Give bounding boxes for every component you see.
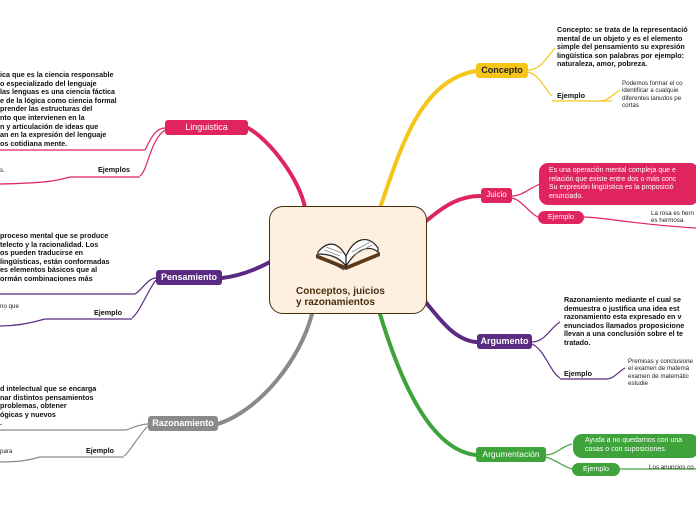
argumentacion-ejemplo-label[interactable]: Ejemplo <box>572 463 620 476</box>
argumento-ejemplo-label[interactable]: Ejemplo <box>564 369 592 378</box>
razonamiento-ejemplo-label[interactable]: Ejemplo <box>86 446 114 455</box>
branch-linguistica[interactable]: Linguistica <box>165 120 248 135</box>
juicio-ejemplo-text: La rosa es hern es hermosa. <box>651 210 694 225</box>
linguistica-ejemplo-text: s. <box>0 167 5 174</box>
argumentacion-description[interactable]: Ayuda a no quedarnos con una cosas o con… <box>573 434 696 458</box>
concepto-ejemplo-label[interactable]: Ejemplo <box>557 91 585 100</box>
branch-concepto[interactable]: Concepto <box>476 63 528 78</box>
argumento-description: Razonamiento mediante el cual se demuest… <box>564 296 685 347</box>
juicio-description[interactable]: Es una operación mental compleja que e r… <box>539 163 696 205</box>
argumentacion-ejemplo-text: Los anuncios co <box>649 464 694 471</box>
linguistica-ejemplo-label[interactable]: Ejemplos <box>98 165 130 174</box>
argumento-ejemplo-text: Premisas y conclusione el examen de mate… <box>628 358 693 388</box>
pensamiento-ejemplo-label[interactable]: Ejemplo <box>94 308 122 317</box>
concepto-ejemplo-text: Podemos formar el co identificar a cualq… <box>622 80 683 110</box>
central-title: Conceptos, juicios y razonamientos <box>296 286 385 308</box>
razonamiento-ejemplo-text: para <box>0 448 13 455</box>
branch-argumento[interactable]: Argumento <box>477 334 532 349</box>
branch-argumentacion[interactable]: Argumentación <box>476 447 546 462</box>
branch-razonamiento[interactable]: Razonamiento <box>148 416 218 431</box>
linguistica-description: ica que es la ciencia responsable o espe… <box>0 71 117 148</box>
pensamiento-ejemplo-text: no que <box>0 303 19 310</box>
juicio-ejemplo-label[interactable]: Ejemplo <box>538 211 584 224</box>
razonamiento-description: d intelectual que se encarga nar distint… <box>0 385 97 428</box>
open-book-icon <box>316 239 380 271</box>
branch-pensamiento[interactable]: Pensamiento <box>156 270 222 285</box>
pensamiento-description: proceso mental que se produce telecto y … <box>0 232 110 283</box>
concepto-description: Concepto: se trata de la representació m… <box>557 26 688 69</box>
branch-juicio[interactable]: Juicio <box>481 188 512 203</box>
